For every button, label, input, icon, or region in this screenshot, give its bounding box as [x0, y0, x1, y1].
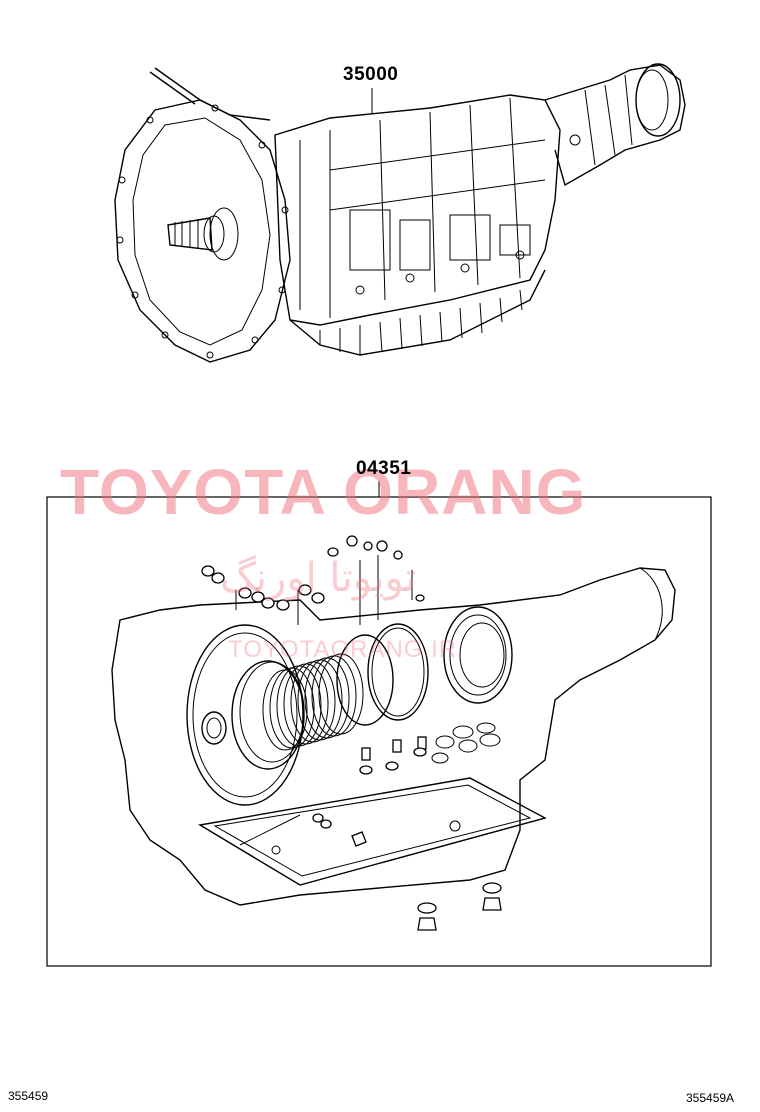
watermark-site: TOYOTAORANG.IR	[228, 636, 458, 663]
transmission-assembly-illustration	[114, 63, 686, 363]
watermark-persian: تویوتا اورنگ	[220, 555, 417, 601]
watermark-brand: TOYOTA ORANG	[60, 456, 587, 528]
kit-contents-illustration	[111, 535, 676, 931]
footer-left-code: 355459	[8, 1089, 49, 1103]
part-number-04351[interactable]: 04351	[356, 458, 412, 479]
part-number-35000[interactable]: 35000	[343, 64, 399, 85]
footer-right-code: 355459A	[686, 1091, 735, 1105]
